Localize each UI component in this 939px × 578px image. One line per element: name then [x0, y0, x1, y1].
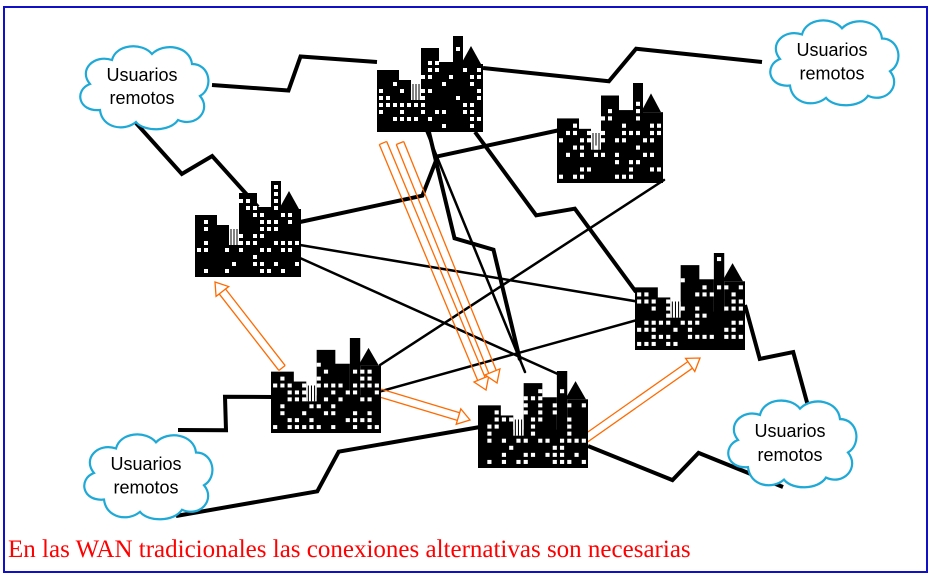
office-buildings-icon [478, 371, 588, 468]
wan-link-serial [473, 130, 638, 294]
wan-link [424, 128, 527, 374]
remote-users-cloud: Usuarios remotos [769, 19, 900, 107]
wan-link-serial [299, 128, 561, 224]
cloud-label-line2: remotos [114, 477, 179, 497]
wan-link-serial [211, 54, 378, 93]
wan-links [134, 46, 810, 518]
wan-link-serial [175, 425, 481, 518]
office-buildings-icon [271, 338, 381, 433]
remote-user-clouds: UsuariosremotosUsuariosremotosUsuariosre… [79, 19, 900, 521]
cloud-label-line1: Usuarios [106, 65, 177, 85]
cloud-label-line1: Usuarios [111, 454, 182, 474]
remote-users-cloud: Usuarios remotos [83, 433, 214, 521]
slide-frame [3, 6, 928, 573]
office-buildings-icon [557, 83, 663, 183]
wan-link [378, 178, 666, 367]
cloud-icon [769, 19, 900, 107]
wan-link [376, 318, 639, 394]
alternate-routes [214, 140, 701, 464]
office-buildings-icon [635, 253, 745, 350]
wan-link [298, 256, 562, 377]
wan-link [298, 243, 642, 304]
alternate-route-arrow [378, 388, 472, 426]
remote-users-cloud: Usuarios remotos [79, 45, 210, 131]
wan-link-serial [134, 121, 260, 209]
cloud-label-line2: remotos [758, 443, 823, 464]
cloud-icon [83, 433, 214, 521]
office-buildings-icon [377, 36, 483, 132]
remote-users-cloud: Usuarios remotos [727, 399, 858, 489]
cloud-icon [79, 45, 210, 131]
sites [195, 36, 745, 468]
alternate-route-arrow [214, 281, 286, 371]
wan-link-serial [587, 444, 784, 489]
cloud-label-line2: remotos [800, 63, 865, 83]
cloud-label-line2: remotos [109, 88, 174, 108]
wan-link-serial [482, 46, 763, 84]
wan-link-serial [177, 394, 274, 433]
alternate-route-arrow [378, 140, 490, 392]
slide-caption: En las WAN tradicionales las conexiones … [8, 536, 691, 563]
office-buildings-icon [195, 181, 301, 277]
alternate-route-arrow [395, 140, 501, 385]
wan-link-serial [426, 127, 522, 361]
cloud-icon [727, 399, 858, 489]
cloud-label-line1: Usuarios [797, 40, 868, 60]
wan-link-serial [743, 304, 810, 407]
cloud-label-line1: Usuarios [755, 419, 826, 440]
